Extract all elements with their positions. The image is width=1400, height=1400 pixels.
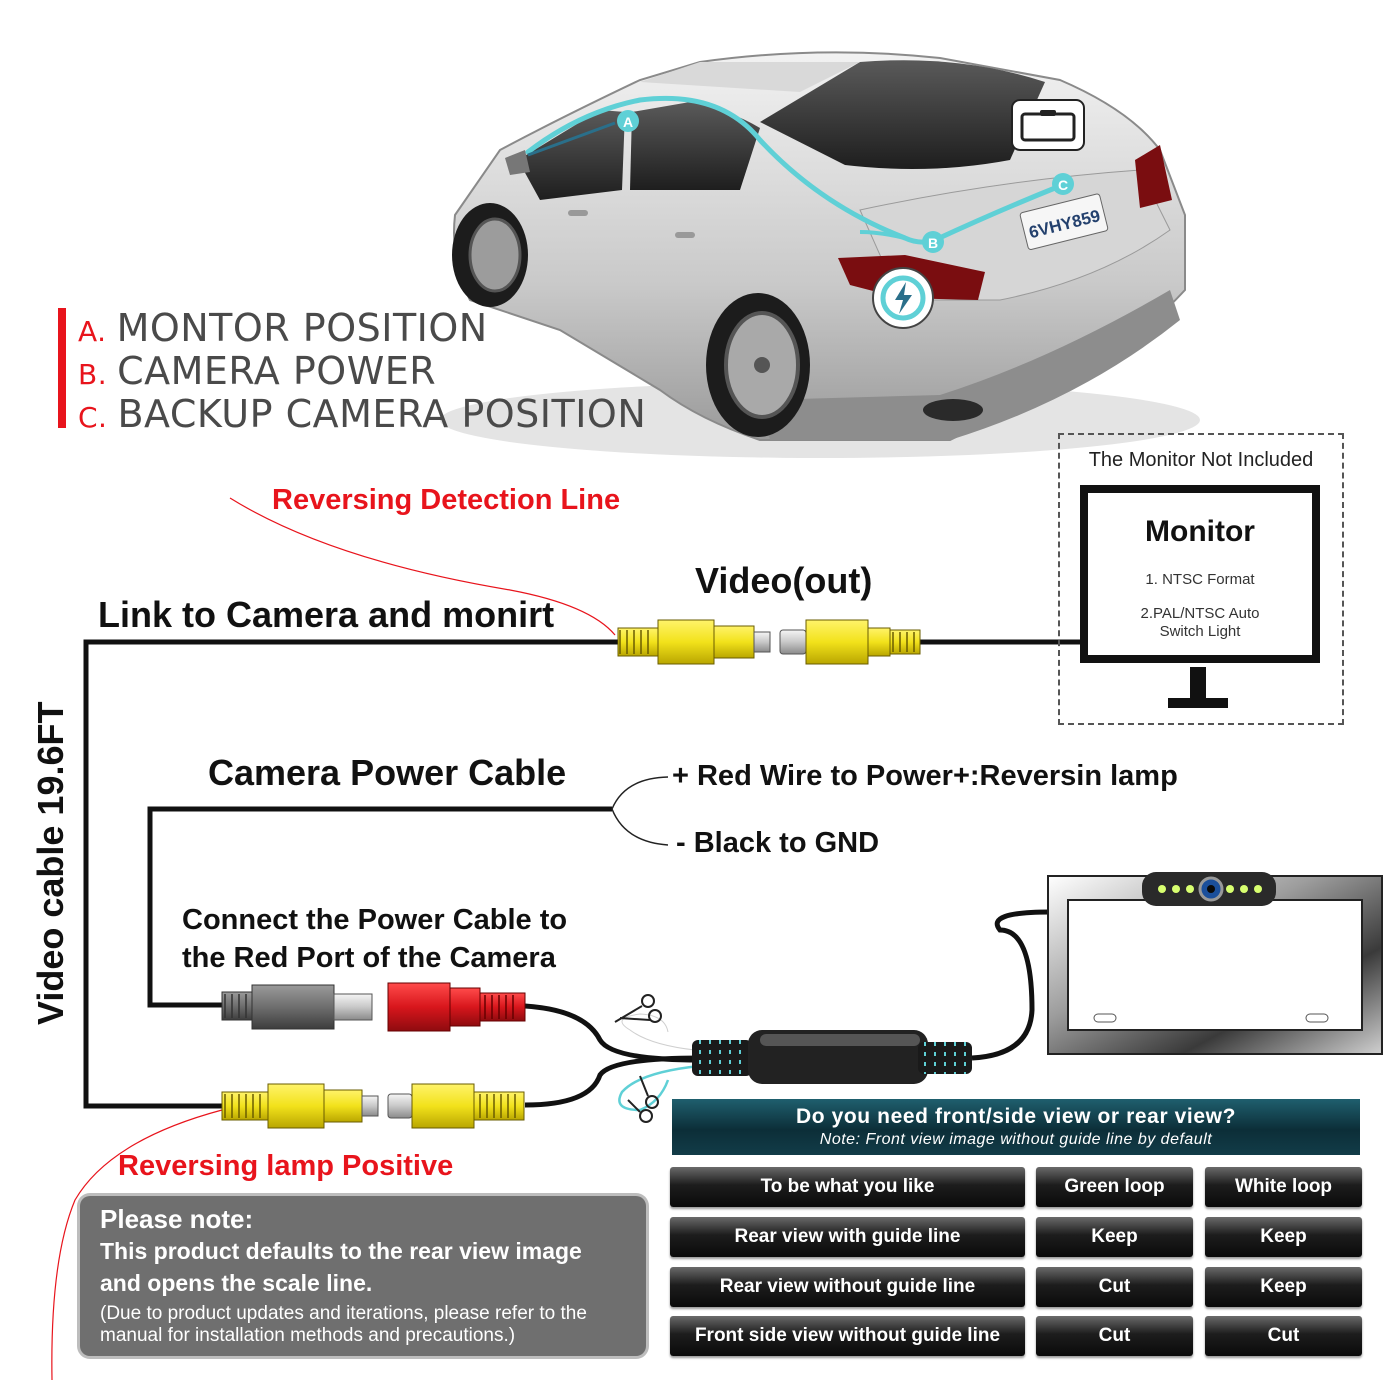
note-small-print: (Due to product updates and iterations, … — [100, 1303, 587, 1346]
legend-text: MONTOR POSITION — [116, 306, 488, 350]
power-socket-red — [387, 982, 526, 1032]
red-wire-label: + Red Wire to Power+:Reversin lamp — [672, 760, 1178, 792]
note-title: Please note: — [100, 1204, 254, 1234]
table-row-3-option: Front side view without guide line — [670, 1316, 1025, 1356]
connect-instruction-line1: Connect the Power Cable to — [182, 904, 568, 936]
view-table-subtitle: Note: Front view image without guide lin… — [819, 1131, 1213, 1148]
video-out-label: Video(out) — [695, 560, 873, 601]
leader-lines — [51, 497, 616, 1381]
car-illustration: 6VHY859 A B C — [440, 51, 1200, 458]
connect-instruction-line2: the Red Port of the Camera — [182, 942, 556, 974]
scissors-icon-top — [614, 994, 662, 1023]
scissors-icon-bottom — [627, 1075, 659, 1123]
marker-c: C — [1058, 177, 1068, 193]
monitor-feature-1: 1. NTSC Format — [1145, 571, 1255, 588]
marker-a: A — [623, 114, 633, 130]
view-table-title: Do you need front/side view or rear view… — [795, 1105, 1237, 1128]
rca-video-plug-top — [617, 619, 771, 665]
table-row-1-option: Rear view with guide line — [670, 1217, 1025, 1257]
monitor-box: The Monitor Not Included Monitor 1. NTSC… — [1058, 433, 1344, 725]
legend-item-c: C. BACKUP CAMERA POSITION — [78, 392, 646, 436]
plate-frame-icon — [1011, 99, 1085, 151]
plate-frame-camera — [1047, 872, 1383, 1055]
reversing-detection-label: Reversing Detection Line — [272, 484, 621, 516]
legend-letter: B. — [78, 358, 108, 391]
monitor-feature-2-line1: 2.PAL/NTSC Auto — [1140, 605, 1260, 622]
video-cable-label: Video cable 19.6FT — [30, 701, 71, 1025]
link-camera-label: Link to Camera and monirt — [98, 594, 555, 635]
camera-power-cable-label: Camera Power Cable — [208, 752, 567, 793]
cable-junction — [692, 1030, 972, 1084]
legend-letter: C. — [78, 401, 108, 434]
rca-video-plug-bottom — [221, 1083, 379, 1129]
legend-text: BACKUP CAMERA POSITION — [117, 392, 647, 436]
monitor-caption: The Monitor Not Included — [1088, 449, 1314, 471]
monitor-screen: Monitor 1. NTSC Format 2.PAL/NTSC Auto S… — [1080, 485, 1320, 663]
monitor-stand — [1168, 667, 1228, 708]
rca-video-socket-top — [779, 619, 921, 665]
table-row-1-white: Keep — [1205, 1217, 1362, 1257]
legend-accent-bar — [58, 308, 66, 428]
table-header-option: To be what you like — [670, 1167, 1025, 1207]
table-row-2-option: Rear view without guide line — [670, 1267, 1025, 1307]
table-header-white-loop: White loop — [1205, 1167, 1362, 1207]
power-bolt-icon — [872, 267, 934, 329]
table-row-2-green: Cut — [1036, 1267, 1193, 1307]
legend-text: CAMERA POWER — [117, 349, 437, 393]
please-note-box: Please note: This product defaults to th… — [80, 1196, 646, 1356]
table-row-3-green: Cut — [1036, 1316, 1193, 1356]
view-table-header: Do you need front/side view or rear view… — [672, 1099, 1360, 1155]
legend-item-b: B. CAMERA POWER — [78, 349, 436, 393]
monitor-feature-2-line2: Switch Light — [1159, 623, 1241, 640]
black-wire-label: - Black to GND — [676, 827, 880, 859]
table-header-green-loop: Green loop — [1036, 1167, 1193, 1207]
monitor-title: Monitor — [1145, 515, 1255, 548]
table-row-2-white: Keep — [1205, 1267, 1362, 1307]
power-plug-gray — [221, 984, 373, 1030]
legend-item-a: A. MONTOR POSITION — [78, 306, 488, 350]
legend-letter: A. — [78, 315, 107, 348]
reversing-lamp-label: Reversing lamp Positive — [118, 1150, 454, 1182]
rca-video-socket-bottom — [387, 1083, 525, 1129]
note-body: This product defaults to the rear view i… — [100, 1238, 582, 1296]
wires — [83, 639, 1080, 1109]
marker-b: B — [928, 235, 938, 251]
table-row-3-white: Cut — [1205, 1316, 1362, 1356]
table-row-1-green: Keep — [1036, 1217, 1193, 1257]
